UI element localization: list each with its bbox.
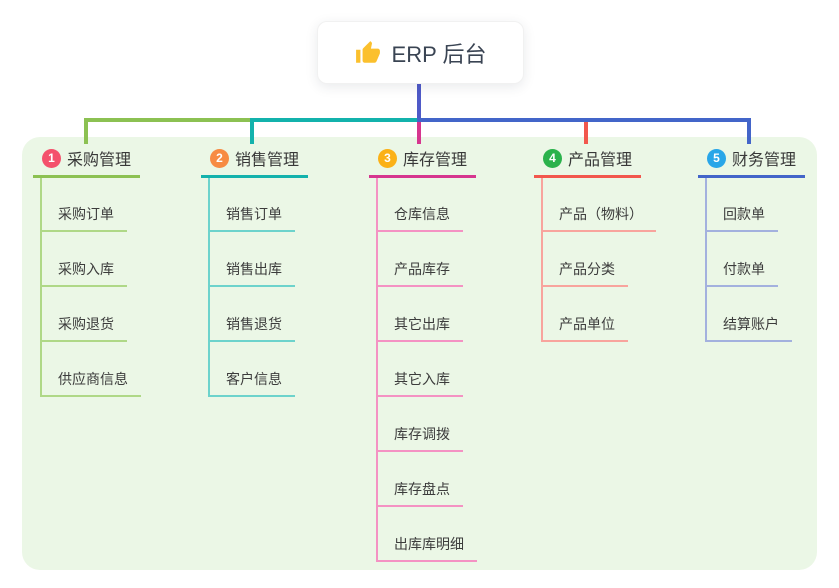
branch-2-sales: 2 销售管理 销售订单 销售出库 销售退货 客户信息 bbox=[201, 147, 308, 397]
branch-1-label: 采购管理 bbox=[66, 152, 131, 169]
child-node[interactable]: 结算账户 bbox=[705, 313, 792, 342]
child-node[interactable]: 销售订单 bbox=[208, 203, 295, 232]
child-node[interactable]: 仓库信息 bbox=[376, 203, 463, 232]
root-node-erp-backend[interactable]: ERP 后台 bbox=[317, 21, 524, 84]
branch-3-inventory: 3 库存管理 仓库信息 产品库存 其它出库 其它入库 库存调拨 库存盘点 出库库… bbox=[369, 147, 477, 562]
child-node[interactable]: 产品库存 bbox=[376, 258, 463, 287]
branch-2-number-badge: 2 bbox=[209, 148, 229, 168]
branch-4-number-badge: 4 bbox=[542, 148, 562, 168]
branch-5-label: 财务管理 bbox=[731, 152, 796, 169]
branch-4-label: 产品管理 bbox=[567, 152, 632, 169]
connector-drop-branch-4 bbox=[584, 118, 588, 144]
connector-horizontal-mid-teal bbox=[250, 118, 419, 122]
child-node[interactable]: 产品分类 bbox=[541, 258, 628, 287]
branch-3-label: 库存管理 bbox=[402, 152, 467, 169]
branch-1-children-connector bbox=[40, 178, 42, 396]
branch-1-topic[interactable]: 1 采购管理 bbox=[33, 147, 140, 178]
root-connector-line bbox=[417, 82, 421, 122]
child-node[interactable]: 销售退货 bbox=[208, 313, 295, 342]
child-node[interactable]: 出库库明细 bbox=[376, 533, 477, 562]
branch-4-product: 4 产品管理 产品（物料） 产品分类 产品单位 bbox=[534, 147, 656, 342]
branches-background-panel bbox=[22, 137, 817, 570]
connector-drop-branch-3 bbox=[417, 118, 421, 144]
branch-5-topic[interactable]: 5 财务管理 bbox=[698, 147, 805, 178]
child-node[interactable]: 其它出库 bbox=[376, 313, 463, 342]
branch-3-number-badge: 3 bbox=[377, 148, 397, 168]
branch-4-children-connector bbox=[541, 178, 543, 341]
branch-3-topic[interactable]: 3 库存管理 bbox=[369, 147, 476, 178]
branch-1-number-badge: 1 bbox=[41, 148, 61, 168]
branch-5-finance: 5 财务管理 回款单 付款单 结算账户 bbox=[698, 147, 805, 342]
child-node[interactable]: 回款单 bbox=[705, 203, 778, 232]
branch-3-children-connector bbox=[376, 178, 378, 561]
child-node[interactable]: 供应商信息 bbox=[40, 368, 141, 397]
branch-2-label: 销售管理 bbox=[234, 152, 299, 169]
child-node[interactable]: 采购入库 bbox=[40, 258, 127, 287]
connector-drop-branch-5 bbox=[747, 118, 751, 144]
child-node[interactable]: 客户信息 bbox=[208, 368, 295, 397]
branch-4-topic[interactable]: 4 产品管理 bbox=[534, 147, 641, 178]
child-node[interactable]: 产品（物料） bbox=[541, 203, 656, 232]
branch-5-number-badge: 5 bbox=[706, 148, 726, 168]
branch-1-purchase: 1 采购管理 采购订单 采购入库 采购退货 供应商信息 bbox=[33, 147, 141, 397]
child-node[interactable]: 付款单 bbox=[705, 258, 778, 287]
child-node[interactable]: 采购订单 bbox=[40, 203, 127, 232]
branch-2-topic[interactable]: 2 销售管理 bbox=[201, 147, 308, 178]
child-node[interactable]: 销售出库 bbox=[208, 258, 295, 287]
child-node[interactable]: 采购退货 bbox=[40, 313, 127, 342]
root-label: ERP 后台 bbox=[391, 41, 487, 67]
connector-horizontal-right-blue bbox=[417, 118, 751, 122]
child-node[interactable]: 库存盘点 bbox=[376, 478, 463, 507]
child-node[interactable]: 其它入库 bbox=[376, 368, 463, 397]
branch-5-children-connector bbox=[705, 178, 707, 341]
thumbs-up-icon bbox=[355, 40, 381, 66]
branch-2-children-connector bbox=[208, 178, 210, 396]
connector-drop-branch-1 bbox=[84, 118, 88, 144]
connector-drop-branch-2 bbox=[250, 118, 254, 144]
connector-horizontal-left-green bbox=[84, 118, 250, 122]
child-node[interactable]: 库存调拨 bbox=[376, 423, 463, 452]
child-node[interactable]: 产品单位 bbox=[541, 313, 628, 342]
